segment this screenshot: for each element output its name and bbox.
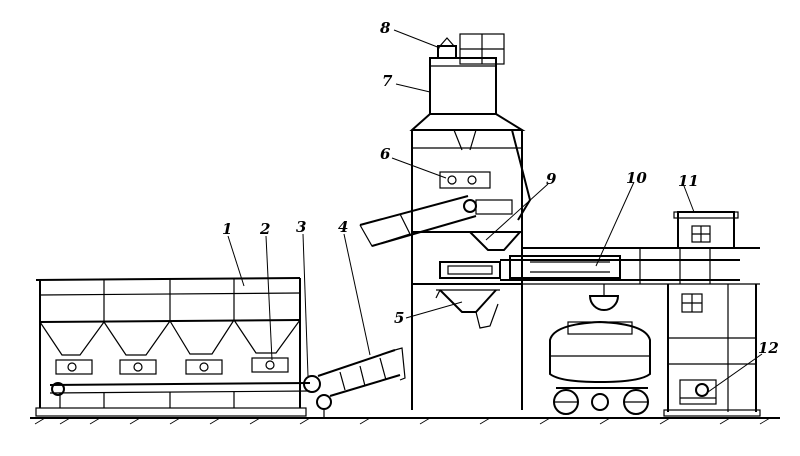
inclined-conveyor — [303, 347, 406, 418]
truck-mixer — [549, 320, 651, 415]
callout-7: 7 — [382, 72, 393, 90]
callout-4: 4 — [338, 218, 348, 236]
callout-labels: 1 2 3 4 5 6 7 8 9 10 11 12 — [222, 19, 779, 357]
callout-11: 11 — [678, 172, 699, 190]
cement-screw-conveyor — [500, 247, 760, 311]
callout-5: 5 — [394, 309, 404, 327]
cement-silo-building — [663, 211, 761, 417]
callout-8: 8 — [380, 19, 391, 37]
mixing-tower — [409, 33, 532, 410]
callout-10: 10 — [626, 169, 647, 187]
callout-2: 2 — [259, 220, 270, 238]
ground-line — [30, 417, 780, 425]
callout-12: 12 — [758, 339, 779, 357]
skip-conveyor — [359, 195, 477, 247]
callout-9: 9 — [546, 170, 557, 188]
callout-6: 6 — [380, 145, 391, 163]
callout-3: 3 — [296, 218, 306, 236]
aggregate-bins — [35, 277, 311, 417]
callout-1: 1 — [222, 220, 232, 238]
leader-lines — [227, 29, 763, 393]
